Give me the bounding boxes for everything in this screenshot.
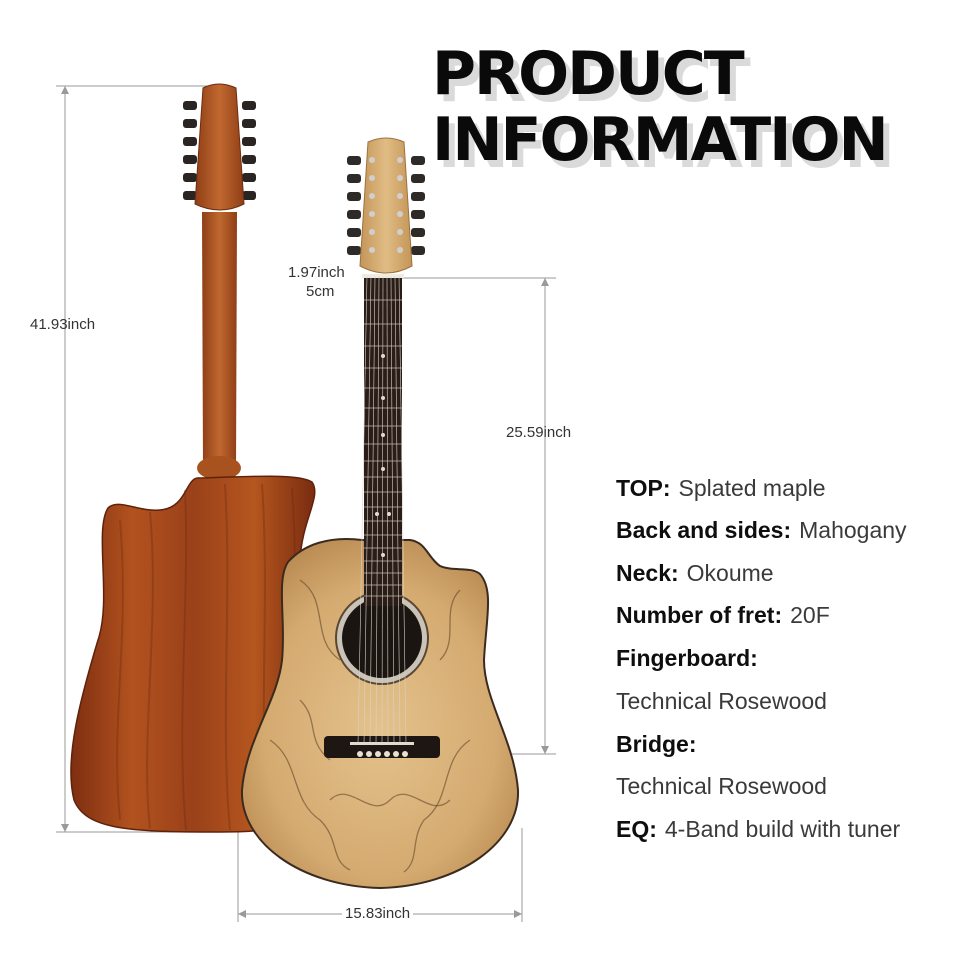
- nut-width-cm-label: 5cm: [306, 283, 335, 300]
- spec-label: Back and sides:: [616, 517, 792, 543]
- back-tuners-left: [183, 101, 197, 200]
- spec-eq: EQ: 4-Band build with tuner: [616, 816, 900, 843]
- spec-number-of-fret: Number of fret: 20F: [616, 602, 830, 629]
- spec-value: Mahogany: [799, 517, 907, 543]
- front-bridge: [324, 736, 440, 758]
- spec-label: Number of fret:: [616, 602, 783, 628]
- spec-label: Bridge:: [616, 731, 697, 757]
- page-title-line-2: INFORMATION: [432, 105, 889, 175]
- spec-value: Okoume: [686, 560, 774, 586]
- spec-value: Technical Rosewood: [616, 773, 827, 799]
- spec-value: 20F: [790, 602, 830, 628]
- back-tuners-right: [242, 101, 256, 200]
- spec-fingerboard: Fingerboard:: [616, 645, 758, 672]
- spec-bridge-value: Technical Rosewood: [616, 773, 827, 800]
- spec-bridge: Bridge:: [616, 731, 697, 758]
- front-headstock: [359, 137, 413, 274]
- back-headstock: [194, 83, 245, 211]
- spec-value: 4-Band build with tuner: [664, 816, 901, 842]
- front-strings: [357, 275, 407, 745]
- body-width-label: 15.83inch: [342, 905, 414, 922]
- front-frets: [364, 299, 402, 597]
- front-fret-markers: [375, 354, 391, 557]
- guitar-front-view: [240, 137, 520, 890]
- spec-back-and-sides: Back and sides: Mahogany: [616, 517, 907, 544]
- spec-value: Technical Rosewood: [616, 688, 827, 714]
- scale-length-label: 25.59inch: [506, 424, 572, 441]
- page-title-line-1: PRODUCT: [432, 39, 745, 109]
- total-length-label: 41.93inch: [30, 316, 96, 333]
- spec-top: TOP: Splated maple: [616, 475, 826, 502]
- dimension-arrowheads: [61, 86, 549, 918]
- guitar-back-view: [70, 83, 316, 833]
- spec-label: EQ:: [616, 816, 657, 842]
- front-bridge-pins: [357, 751, 408, 757]
- spec-fingerboard-value: Technical Rosewood: [616, 688, 827, 715]
- spec-label: TOP:: [616, 475, 671, 501]
- spec-label: Fingerboard:: [616, 645, 758, 671]
- front-tuners-left: [347, 156, 361, 255]
- spec-value: Splated maple: [678, 475, 826, 501]
- nut-width-inch-label: 1.97inch: [288, 264, 345, 281]
- front-tuners-right: [411, 156, 425, 255]
- spec-label: Neck:: [616, 560, 679, 586]
- back-neck: [202, 212, 237, 470]
- spec-neck: Neck: Okoume: [616, 560, 774, 587]
